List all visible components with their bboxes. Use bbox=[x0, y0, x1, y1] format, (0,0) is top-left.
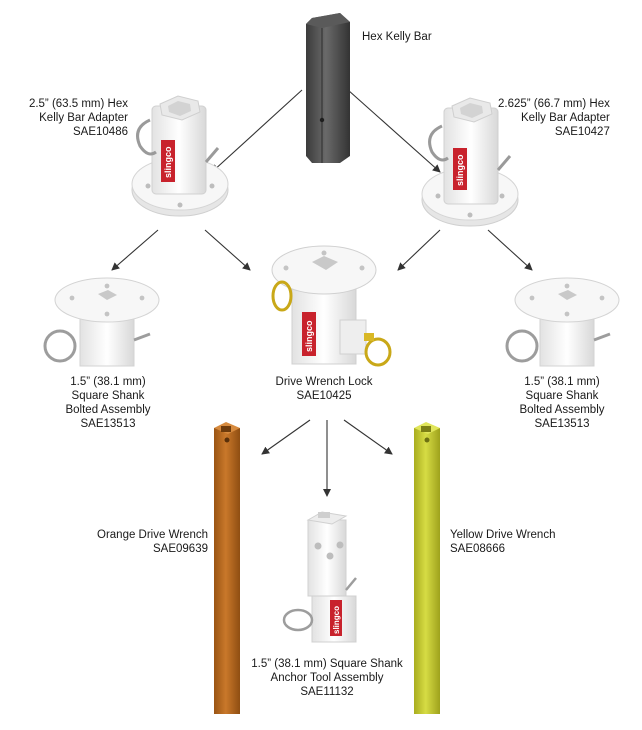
svg-text:slingco: slingco bbox=[332, 606, 341, 634]
orange-drive-wrench-part bbox=[214, 422, 240, 714]
edge-adapter-right-to-bolted-right bbox=[487, 229, 533, 271]
label-yellow-wrench: Yellow Drive Wrench SAE08666 bbox=[450, 528, 555, 556]
hex-kelly-bar-part bbox=[306, 13, 350, 163]
label-line: SAE08666 bbox=[450, 543, 505, 555]
edge-adapter-left-to-lock bbox=[204, 229, 251, 271]
label-line: 1.5” (38.1 mm) bbox=[70, 376, 146, 388]
label-line: Hex Kelly Bar bbox=[362, 31, 432, 43]
edges bbox=[111, 89, 533, 497]
label-line: Square Shank bbox=[71, 390, 145, 402]
bolted-right-part bbox=[505, 277, 620, 367]
label-drive-wrench-lock: Drive Wrench Lock SAE10425 bbox=[256, 375, 392, 403]
label-line: SAE10427 bbox=[554, 126, 610, 138]
label-line: Bolted Assembly bbox=[519, 404, 605, 416]
label-line: Yellow Drive Wrench bbox=[450, 529, 556, 541]
label-line: 1.5” (38.1 mm) Square Shank bbox=[251, 658, 403, 670]
edge-lock-to-orange bbox=[261, 419, 311, 455]
label-line: Kelly Bar Adapter bbox=[39, 112, 128, 124]
edge-kelly-to-adapter-left bbox=[211, 89, 303, 173]
label-bolted-left: 1.5” (38.1 mm) Square Shank Bolted Assem… bbox=[40, 375, 176, 431]
drive-wrench-lock-part: slingco bbox=[271, 245, 392, 367]
bolted-left-part bbox=[43, 277, 160, 367]
label-bolted-right: 1.5” (38.1 mm) Square Shank Bolted Assem… bbox=[494, 375, 630, 431]
label-line: Orange Drive Wrench bbox=[97, 529, 208, 541]
label-line: Kelly Bar Adapter bbox=[521, 112, 610, 124]
label-adapter-right: 2.625” (66.7 mm) Hex Kelly Bar Adapter S… bbox=[498, 97, 610, 139]
anchor-tool-part: slingco bbox=[282, 511, 357, 643]
svg-text:slingco: slingco bbox=[163, 146, 173, 178]
label-line: SAE09639 bbox=[153, 543, 208, 555]
label-line: Anchor Tool Assembly bbox=[270, 672, 384, 684]
label-adapter-left: 2.5” (63.5 mm) Hex Kelly Bar Adapter SAE… bbox=[29, 97, 128, 139]
edge-adapter-left-to-bolted-left bbox=[111, 229, 159, 271]
label-line: SAE13513 bbox=[80, 418, 136, 430]
label-line: SAE10486 bbox=[73, 126, 128, 138]
label-line: Square Shank bbox=[525, 390, 599, 402]
label-hex-kelly-bar: Hex Kelly Bar bbox=[362, 30, 432, 44]
edge-lock-to-yellow bbox=[343, 419, 393, 455]
svg-text:slingco: slingco bbox=[304, 320, 314, 352]
label-line: SAE13513 bbox=[534, 418, 590, 430]
label-orange-wrench: Orange Drive Wrench SAE09639 bbox=[97, 528, 208, 556]
svg-text:slingco: slingco bbox=[455, 154, 465, 186]
label-line: 1.5” (38.1 mm) bbox=[524, 376, 600, 388]
label-line: Drive Wrench Lock bbox=[275, 376, 373, 388]
label-anchor-tool: 1.5” (38.1 mm) Square Shank Anchor Tool … bbox=[232, 657, 422, 699]
adapter-left-part: slingco bbox=[131, 95, 229, 217]
yellow-drive-wrench-part bbox=[414, 422, 440, 714]
label-line: SAE11132 bbox=[300, 686, 354, 698]
edge-kelly-to-adapter-right bbox=[347, 89, 441, 173]
label-line: Bolted Assembly bbox=[65, 404, 151, 416]
adapter-right-part: slingco bbox=[421, 97, 519, 227]
label-line: 2.625” (66.7 mm) Hex bbox=[498, 98, 610, 110]
edge-adapter-right-to-lock bbox=[397, 229, 441, 271]
label-line: 2.5” (63.5 mm) Hex bbox=[28, 98, 128, 110]
label-line: SAE10425 bbox=[296, 390, 352, 402]
